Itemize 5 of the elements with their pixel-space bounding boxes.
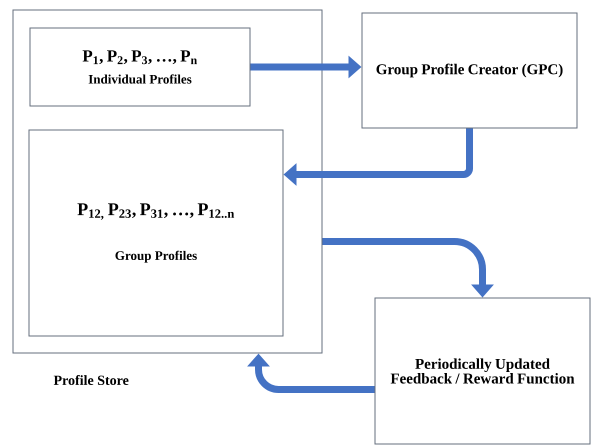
process-box: Periodically Updated Feedback / Reward Function [374, 298, 590, 444]
profile-box: P$_{1}$, P$_{2}$, P$_{3}$, …, P$_{n}$ Individual Profiles [30, 28, 250, 106]
profile-box: P$_{12,}$ P$_{23}$, P$_{31}$, …, P$_{12..n}$ Group Profiles [28, 130, 284, 336]
process-box: Group Profile Creator (GPC) [362, 12, 578, 128]
box-heading: Profile Store [54, 375, 128, 385]
